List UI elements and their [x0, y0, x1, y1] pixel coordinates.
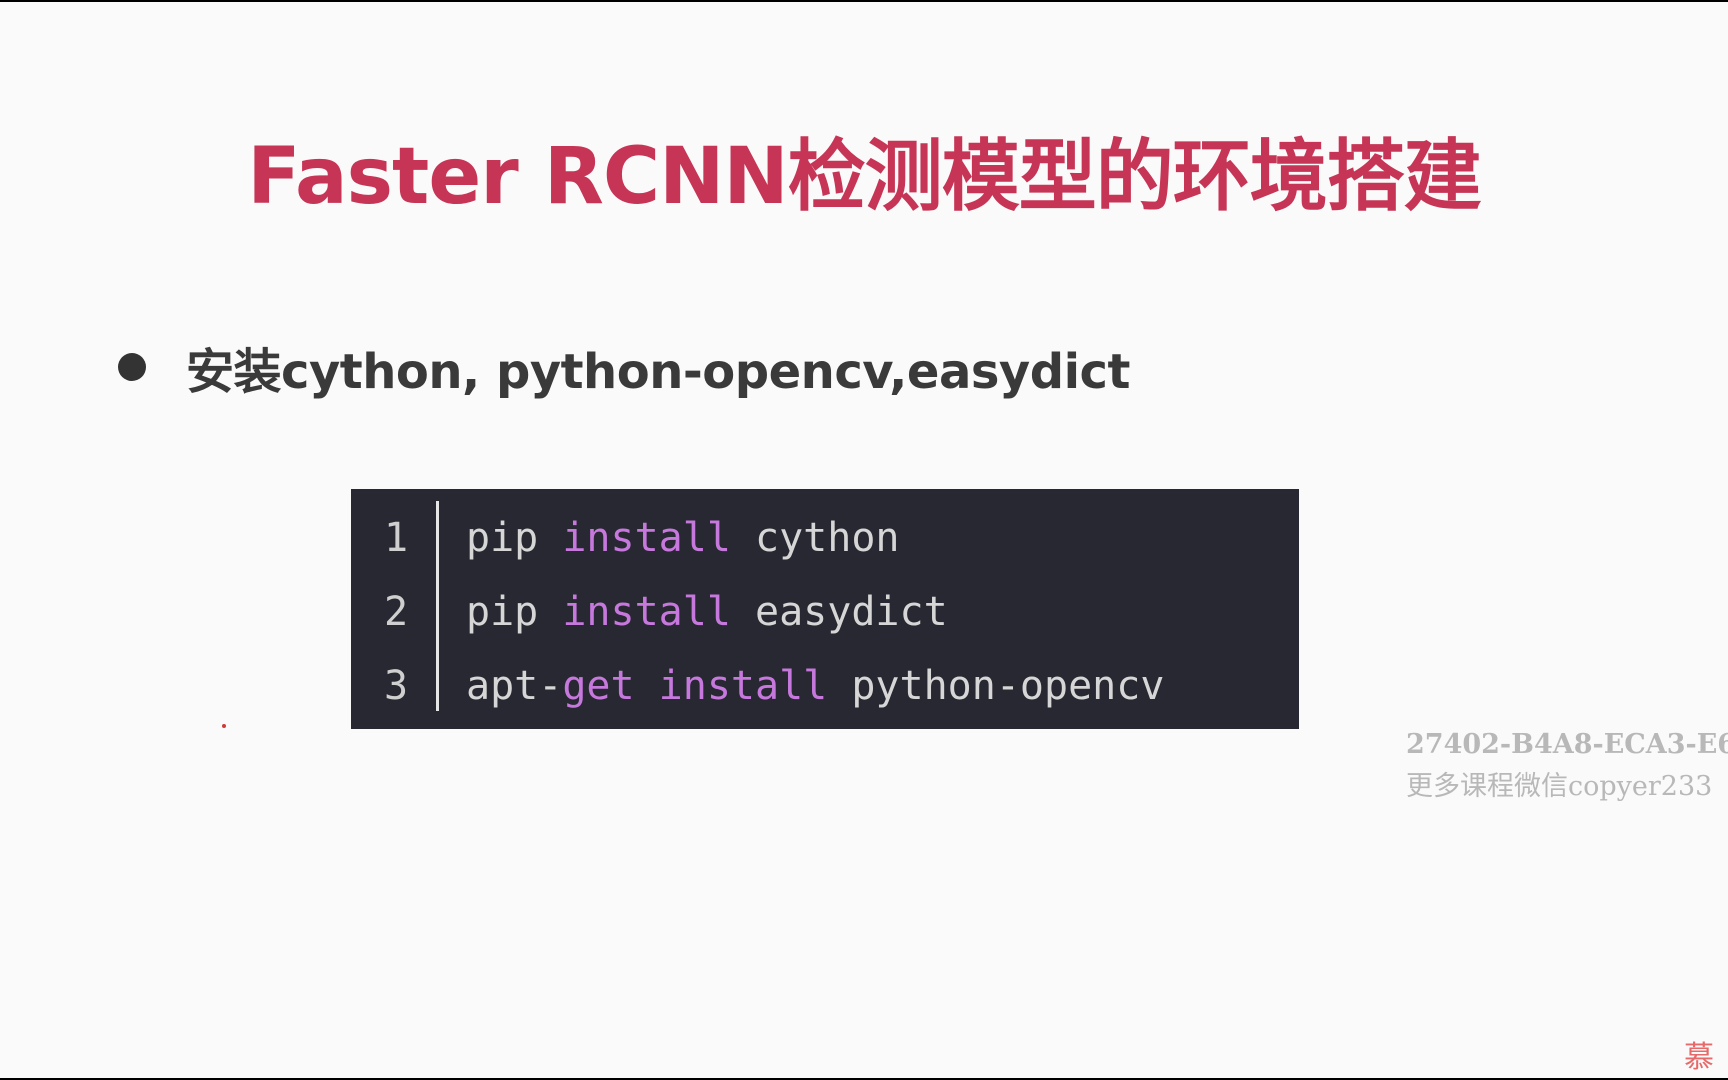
- code-block: 1 pip install cython 2 pip install easyd…: [351, 489, 1299, 729]
- watermark: 27402-B4A8-ECA3-E6B0 更多课程微信copyer233: [1406, 724, 1728, 808]
- code-text: apt-get install python-opencv: [466, 649, 1164, 723]
- gutter-divider: [436, 501, 439, 711]
- laser-pointer-dot: [222, 724, 226, 728]
- code-token: python-opencv: [827, 663, 1165, 709]
- line-number: 3: [383, 663, 409, 709]
- line-number: 2: [383, 589, 409, 635]
- flame-logo-icon: 慕: [1684, 1032, 1714, 1076]
- code-keyword: install: [562, 589, 731, 635]
- bullet-text: 安装cython, python-opencv,easydict: [186, 344, 1130, 400]
- code-text: pip install cython: [466, 501, 899, 575]
- code-token: apt-: [466, 663, 563, 709]
- watermark-contact: 更多课程微信copyer233: [1406, 771, 1713, 802]
- code-token: pip: [466, 515, 563, 561]
- bullet-dot-icon: [118, 353, 146, 381]
- watermark-code: 27402-B4A8-ECA3-E6B0: [1406, 729, 1728, 760]
- line-number: 1: [383, 515, 409, 561]
- code-token: pip: [466, 589, 563, 635]
- logo-text: 慕: [1684, 1040, 1714, 1075]
- code-text: pip install easydict: [466, 575, 948, 649]
- code-keyword: install: [658, 663, 828, 709]
- code-keyword: install: [562, 515, 731, 561]
- code-keyword: get: [562, 663, 635, 709]
- code-token: easydict: [730, 589, 948, 635]
- bullet-item: 安装cython, python-opencv,easydict: [118, 332, 1130, 402]
- code-token: [635, 663, 659, 709]
- slide-title: Faster RCNN检测模型的环境搭建: [247, 132, 1481, 222]
- code-token: cython: [730, 515, 900, 561]
